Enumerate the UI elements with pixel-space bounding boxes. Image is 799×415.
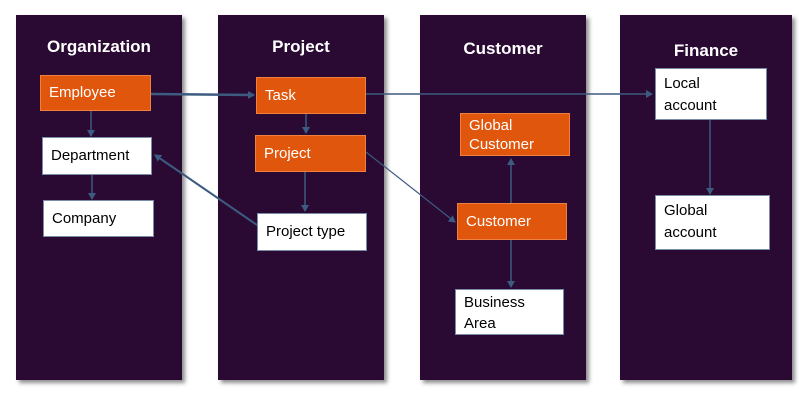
node-project-label: Project xyxy=(264,144,311,162)
node-global-account-line2: account xyxy=(664,224,717,241)
finance-column-title: Finance xyxy=(673,41,739,60)
node-business-area: Business Area xyxy=(455,289,564,335)
node-local-account-line2: account xyxy=(664,97,717,114)
node-global-account: Global account xyxy=(655,195,770,250)
node-global-account-line1: Global xyxy=(664,202,708,219)
node-local-account-line1: Local xyxy=(664,75,700,92)
organization-column: Organization xyxy=(16,15,182,380)
node-company: Company xyxy=(43,200,154,237)
node-local-account: Local account xyxy=(655,68,767,120)
organization-column-title: Organization xyxy=(47,37,151,56)
node-company-label: Company xyxy=(52,209,117,227)
node-employee: Employee xyxy=(40,75,151,111)
project-column: Project xyxy=(218,15,384,380)
node-global-customer-line2: Customer xyxy=(469,136,535,153)
node-employee-label: Employee xyxy=(49,84,116,101)
project-column-title: Project xyxy=(272,37,330,56)
node-business-area-line2: Area xyxy=(464,315,496,332)
node-project-type: Project type xyxy=(257,213,367,251)
node-customer: Customer xyxy=(457,203,567,240)
node-project-type-label: Project type xyxy=(266,223,346,240)
node-global-customer: Global Customer xyxy=(460,113,570,156)
node-task-label: Task xyxy=(265,86,296,104)
node-project: Project xyxy=(255,135,366,172)
node-department: Department xyxy=(42,137,152,175)
node-business-area-line1: Business xyxy=(464,294,525,311)
node-department-label: Department xyxy=(51,147,130,164)
node-task: Task xyxy=(256,77,366,114)
node-customer-label: Customer xyxy=(466,212,532,230)
node-global-customer-line1: Global xyxy=(469,117,513,134)
customer-column-title: Customer xyxy=(463,39,543,58)
